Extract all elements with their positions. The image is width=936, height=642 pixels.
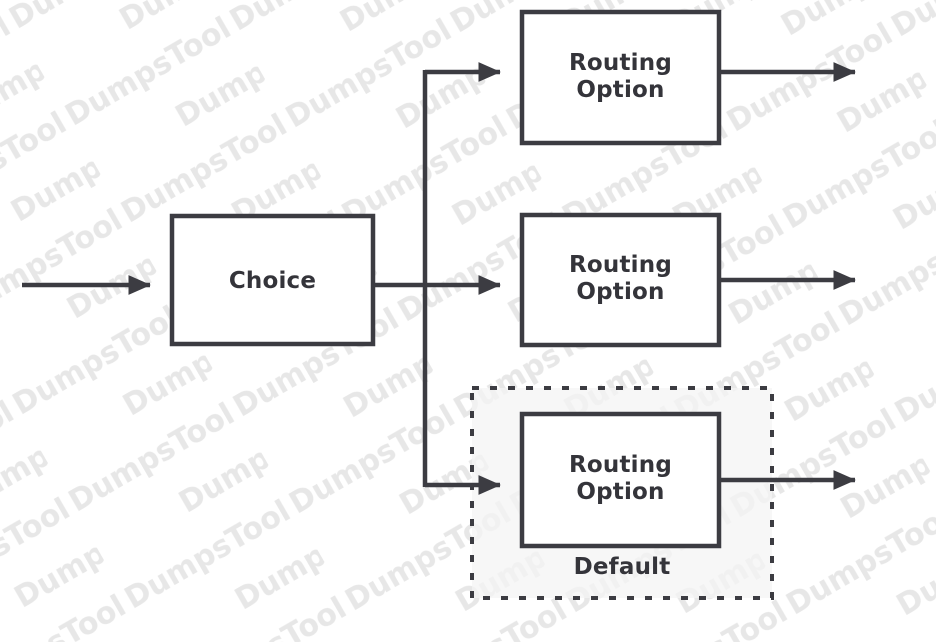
routing-option-1-box[interactable] bbox=[519, 9, 722, 146]
routing-option-3-box[interactable] bbox=[519, 411, 722, 549]
choice-box[interactable] bbox=[169, 213, 376, 347]
node-routing-option-2[interactable] bbox=[519, 212, 722, 348]
node-choice[interactable] bbox=[169, 213, 376, 347]
node-routing-option-3[interactable] bbox=[519, 411, 722, 549]
node-routing-option-1[interactable] bbox=[519, 9, 722, 146]
edge-choice-trunk bbox=[373, 70, 428, 487]
routing-option-2-box[interactable] bbox=[519, 212, 722, 348]
